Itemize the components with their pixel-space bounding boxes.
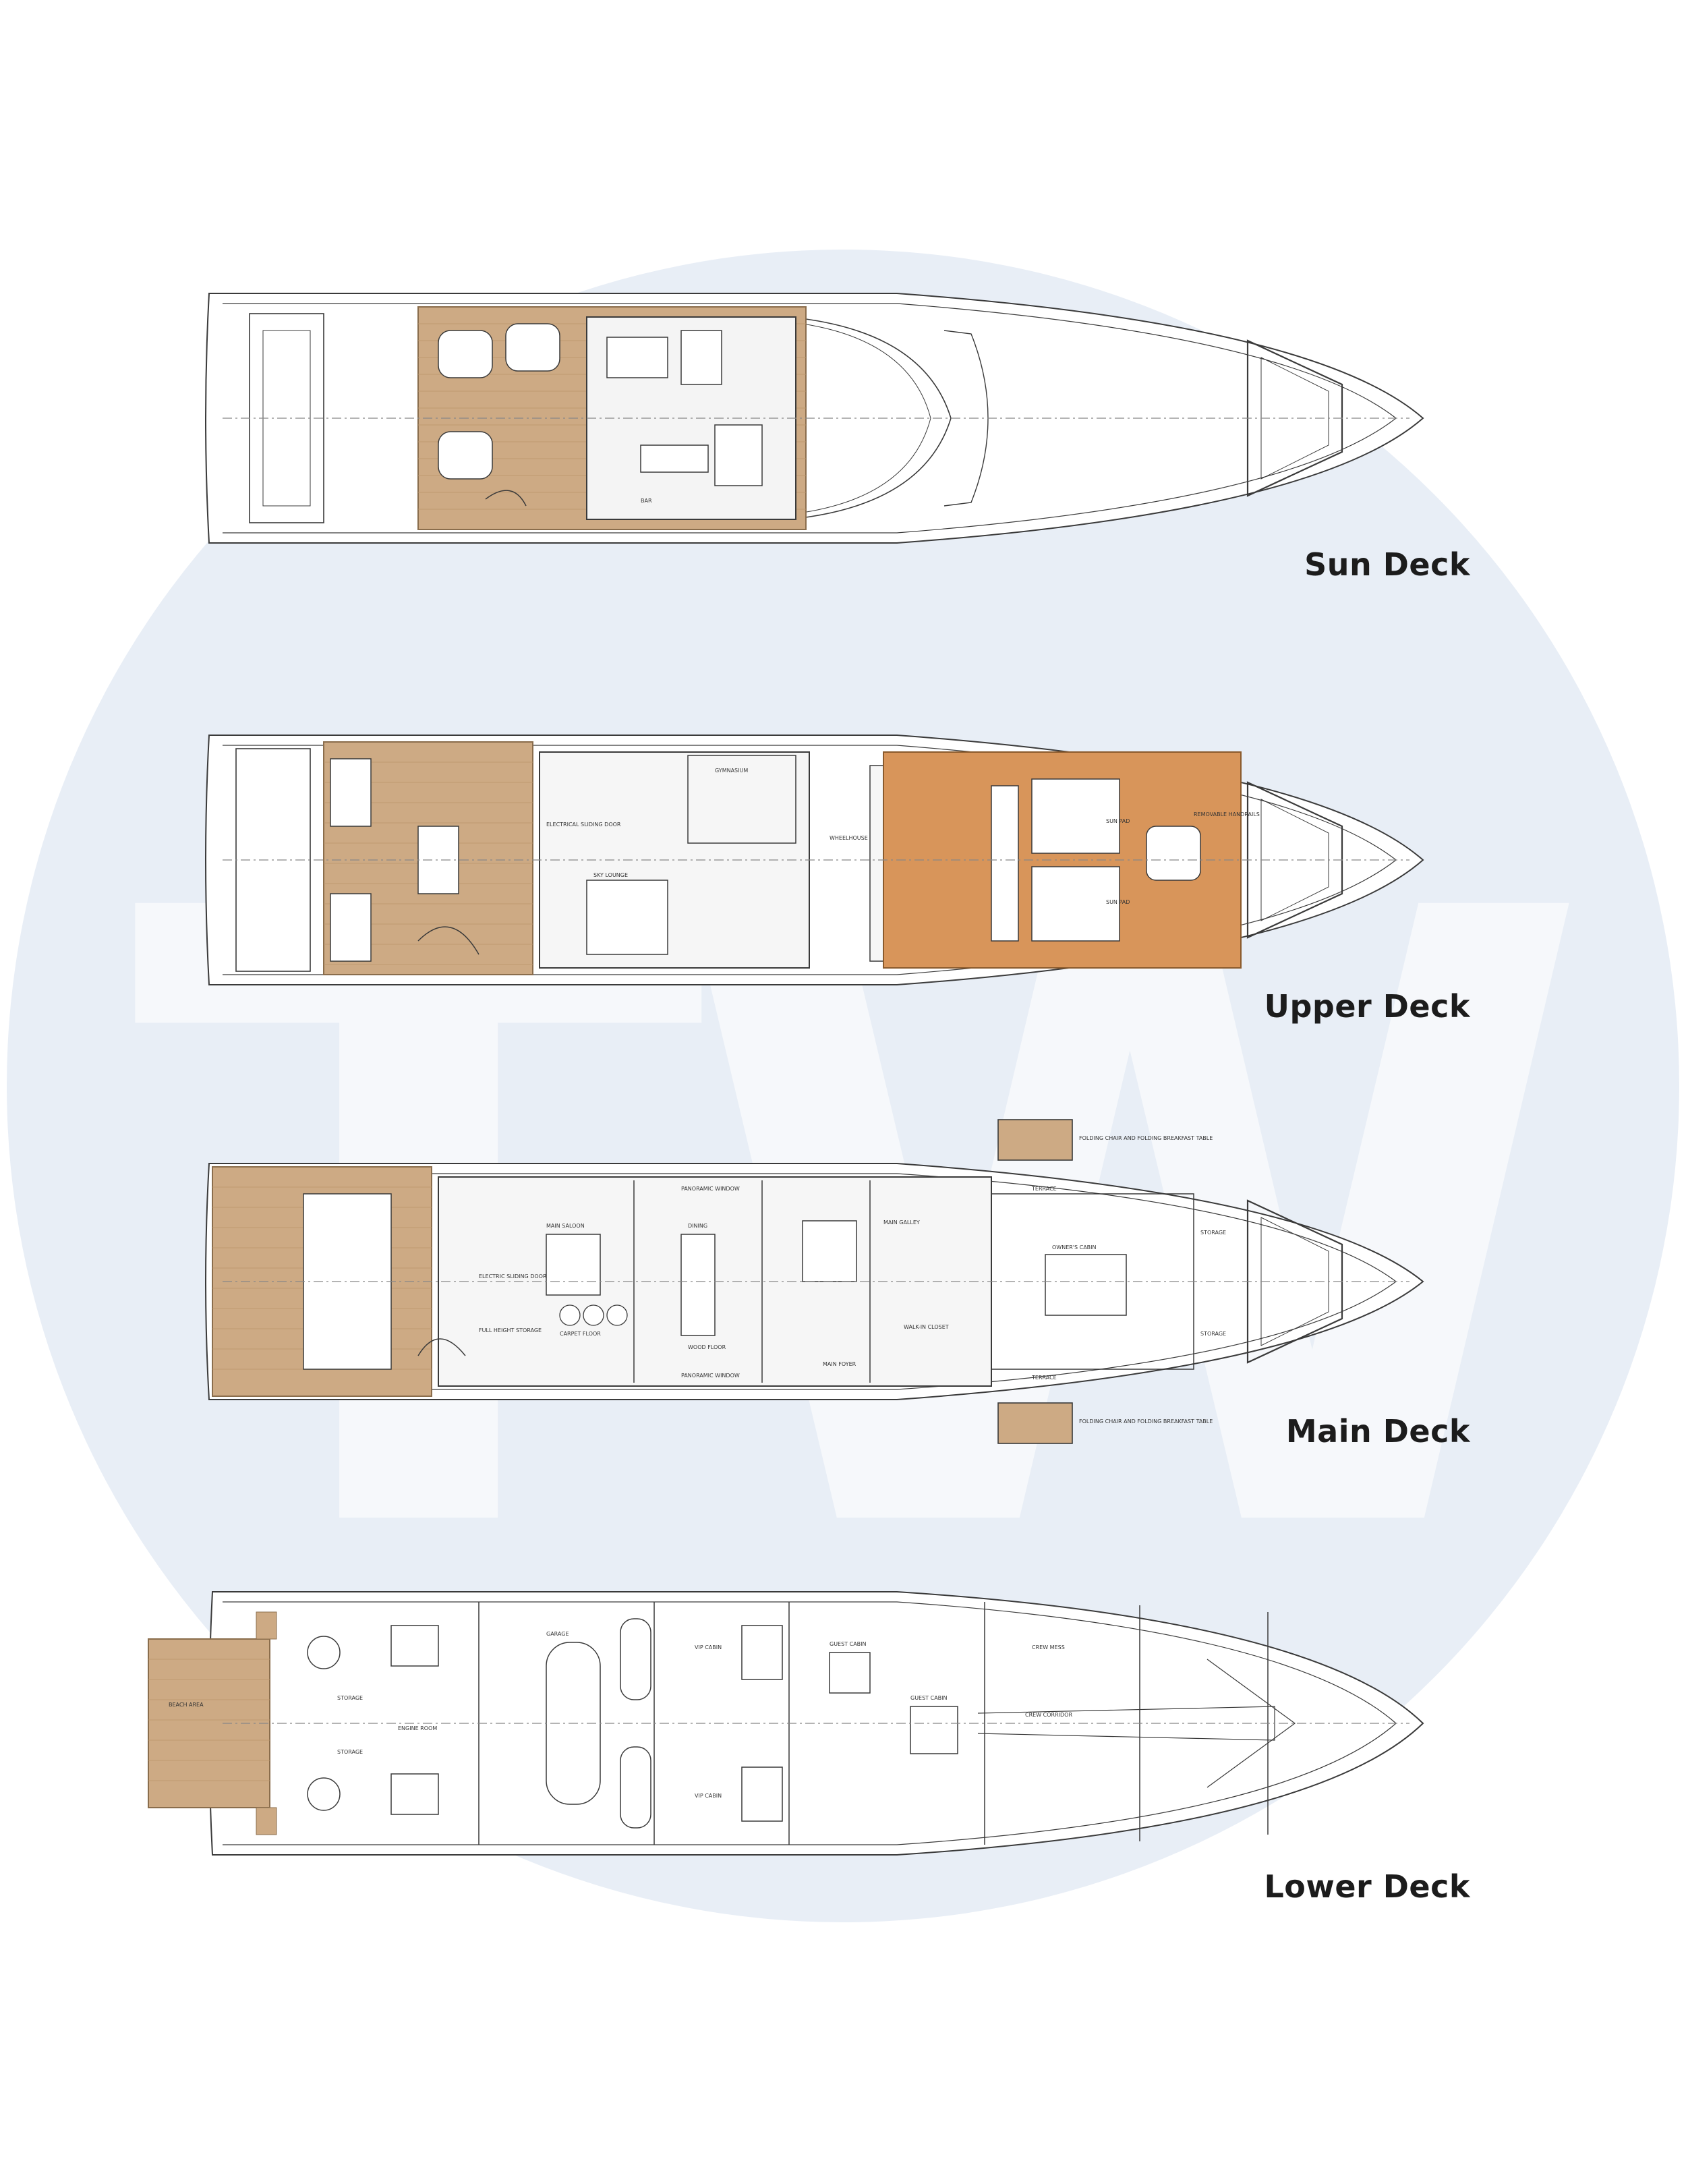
galley-counter <box>802 1220 857 1282</box>
room-label: WHEELHOUSE <box>830 835 868 841</box>
room-label: SKY LOUNGE <box>593 872 628 878</box>
room-label: VIP CABIN <box>695 1793 722 1799</box>
room-label: DINING <box>688 1223 707 1229</box>
sun-deck-plan: BAR Sun Deck <box>196 277 1470 583</box>
room-label: ELECTRIC SLIDING DOOR <box>479 1273 547 1280</box>
upper-deck-label: Upper Deck <box>1264 988 1470 1025</box>
main-deck-plan: MAIN SALOON DINING PANORAMIC WINDOW PANO… <box>196 1099 1470 1450</box>
room-label: FULL HEIGHT STORAGE <box>479 1327 542 1333</box>
room-label: SUN PAD <box>1106 899 1130 905</box>
lounge-chair <box>438 330 493 378</box>
lounge-sofa <box>586 880 668 955</box>
lounge-chair <box>438 431 493 480</box>
room-label: CREW MESS <box>1032 1644 1065 1650</box>
lower-deck-label: Lower Deck <box>1264 1868 1470 1905</box>
room-label: MAIN GALLEY <box>883 1219 920 1226</box>
sun-deck-drawing: BAR <box>205 293 1424 544</box>
room-label: PANORAMIC WINDOW <box>681 1186 740 1192</box>
forward-hatch <box>1246 1199 1343 1364</box>
vip-bed <box>741 1625 783 1680</box>
room-label: STORAGE <box>1200 1230 1226 1236</box>
guest-bed <box>910 1706 958 1754</box>
room-label: BAR <box>641 498 652 504</box>
generator <box>307 1636 341 1669</box>
swim-platform-step <box>256 1807 277 1835</box>
stairs <box>417 926 479 955</box>
watermark-circle <box>7 250 1679 1922</box>
room-label: STORAGE <box>337 1695 363 1701</box>
room-label: TERRACE <box>1031 1186 1057 1192</box>
main-deck-drawing: MAIN SALOON DINING PANORAMIC WINDOW PANO… <box>205 1119 1424 1444</box>
room-label: ELECTRICAL SLIDING DOOR <box>546 822 621 828</box>
room-label: GARAGE <box>546 1631 569 1637</box>
room-label: STORAGE <box>1200 1331 1226 1337</box>
vip-bed <box>741 1766 783 1822</box>
room-label: GUEST CABIN <box>910 1695 948 1701</box>
lower-deck-drawing: BEACH AREA STORAGE STORAGE ENGINE ROOM G… <box>148 1591 1424 1856</box>
room-label: SUN PAD <box>1106 818 1130 824</box>
dining-table <box>680 1234 716 1336</box>
room-label: FOLDING CHAIR AND FOLDING BREAKFAST TABL… <box>1079 1135 1213 1141</box>
room-label: CREW CORRIDOR <box>1025 1712 1072 1718</box>
folding-balcony <box>997 1402 1073 1444</box>
gymnasium <box>687 755 796 844</box>
main-deck-label: Main Deck <box>1285 1413 1470 1449</box>
room-label: MAIN FOYER <box>823 1361 856 1367</box>
room-label: BEACH AREA <box>169 1702 204 1708</box>
room-label: PANORAMIC WINDOW <box>681 1373 740 1379</box>
room-label: VIP CABIN <box>695 1644 722 1650</box>
generator <box>307 1777 341 1811</box>
owners-bed <box>1045 1254 1127 1316</box>
room-label: REMOVABLE HANDRAILS <box>1194 811 1260 817</box>
beach-area-platform <box>148 1638 270 1808</box>
upper-deck-drawing: GYMNASIUM SKY LOUNGE ELECTRICAL SLIDING … <box>205 735 1424 985</box>
sun-deck-label: Sun Deck <box>1304 546 1470 583</box>
upper-deck-plan: GYMNASIUM SKY LOUNGE ELECTRICAL SLIDING … <box>196 725 1470 1025</box>
sofa <box>330 893 372 962</box>
room-label: GUEST CABIN <box>830 1641 867 1647</box>
room-label: WOOD FLOOR <box>688 1344 726 1350</box>
engine <box>390 1773 439 1815</box>
forward-hatch <box>1246 781 1343 939</box>
sun-pad <box>1031 778 1120 854</box>
forward-hatch <box>1246 339 1343 497</box>
lower-deck-plan: BEACH AREA STORAGE STORAGE ENGINE ROOM G… <box>148 1572 1470 1905</box>
jet-ski <box>620 1618 651 1700</box>
room-label: STORAGE <box>337 1749 363 1755</box>
room-label: WALK-IN CLOSET <box>904 1324 949 1330</box>
room-label: TERRACE <box>1031 1375 1057 1381</box>
room-label: OWNER'S CABIN <box>1052 1244 1097 1251</box>
stairs <box>417 1338 466 1356</box>
swim-platform-step <box>256 1611 277 1640</box>
room-label: GYMNASIUM <box>715 768 748 774</box>
guest-bed <box>829 1652 871 1694</box>
sun-pad <box>1031 866 1120 942</box>
sofa <box>330 758 372 827</box>
folding-balcony <box>997 1119 1073 1161</box>
room-label: MAIN SALOON <box>546 1223 585 1229</box>
room-label: CARPET FLOOR <box>560 1331 601 1337</box>
lounge-chair <box>505 323 560 372</box>
jet-ski <box>620 1746 651 1829</box>
stairs <box>485 490 527 507</box>
engine <box>390 1625 439 1667</box>
jacuzzi <box>1146 826 1201 881</box>
room-label: FOLDING CHAIR AND FOLDING BREAKFAST TABL… <box>1079 1418 1213 1425</box>
saloon-sofa <box>546 1234 601 1296</box>
room-label: ENGINE ROOM <box>398 1725 437 1731</box>
